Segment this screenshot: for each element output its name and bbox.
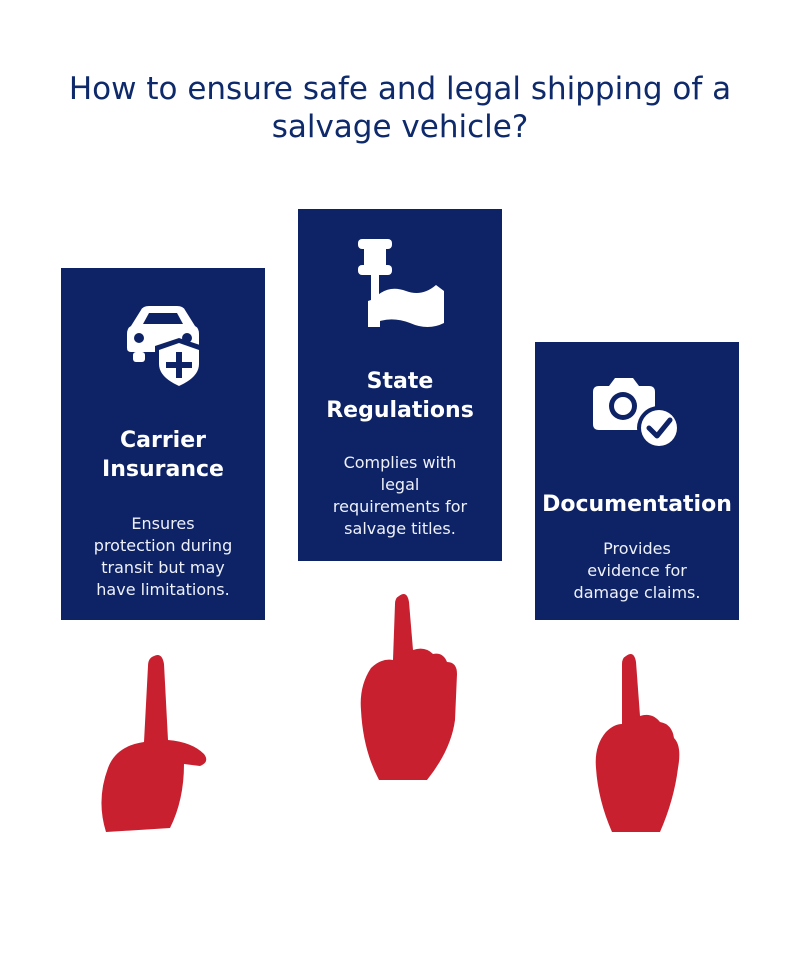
page-title: How to ensure safe and legal shipping of… [68,71,732,145]
camera-check-icon [535,372,739,452]
card-description: Provides evidence for damage claims. [573,539,701,602]
card-state-regulations: State Regulations Complies with legal re… [298,209,502,561]
card-heading: Documentation [542,492,732,517]
car-shield-plus-icon [61,294,265,394]
card-heading: State Regulations [326,369,474,423]
card-documentation: Documentation Provides evidence for dama… [535,342,739,620]
card-description: Ensures protection during transit but ma… [93,514,233,599]
gavel-hand-icon [298,235,502,331]
pointing-hand-icon [101,655,207,832]
card-carrier-insurance: Carrier Insurance Ensures protection dur… [61,268,265,620]
card-description: Complies with legal requirements for sal… [332,453,468,538]
card-heading: Carrier Insurance [102,428,224,482]
pointing-hand-icon [595,654,680,832]
pointing-hand-icon [360,594,457,780]
